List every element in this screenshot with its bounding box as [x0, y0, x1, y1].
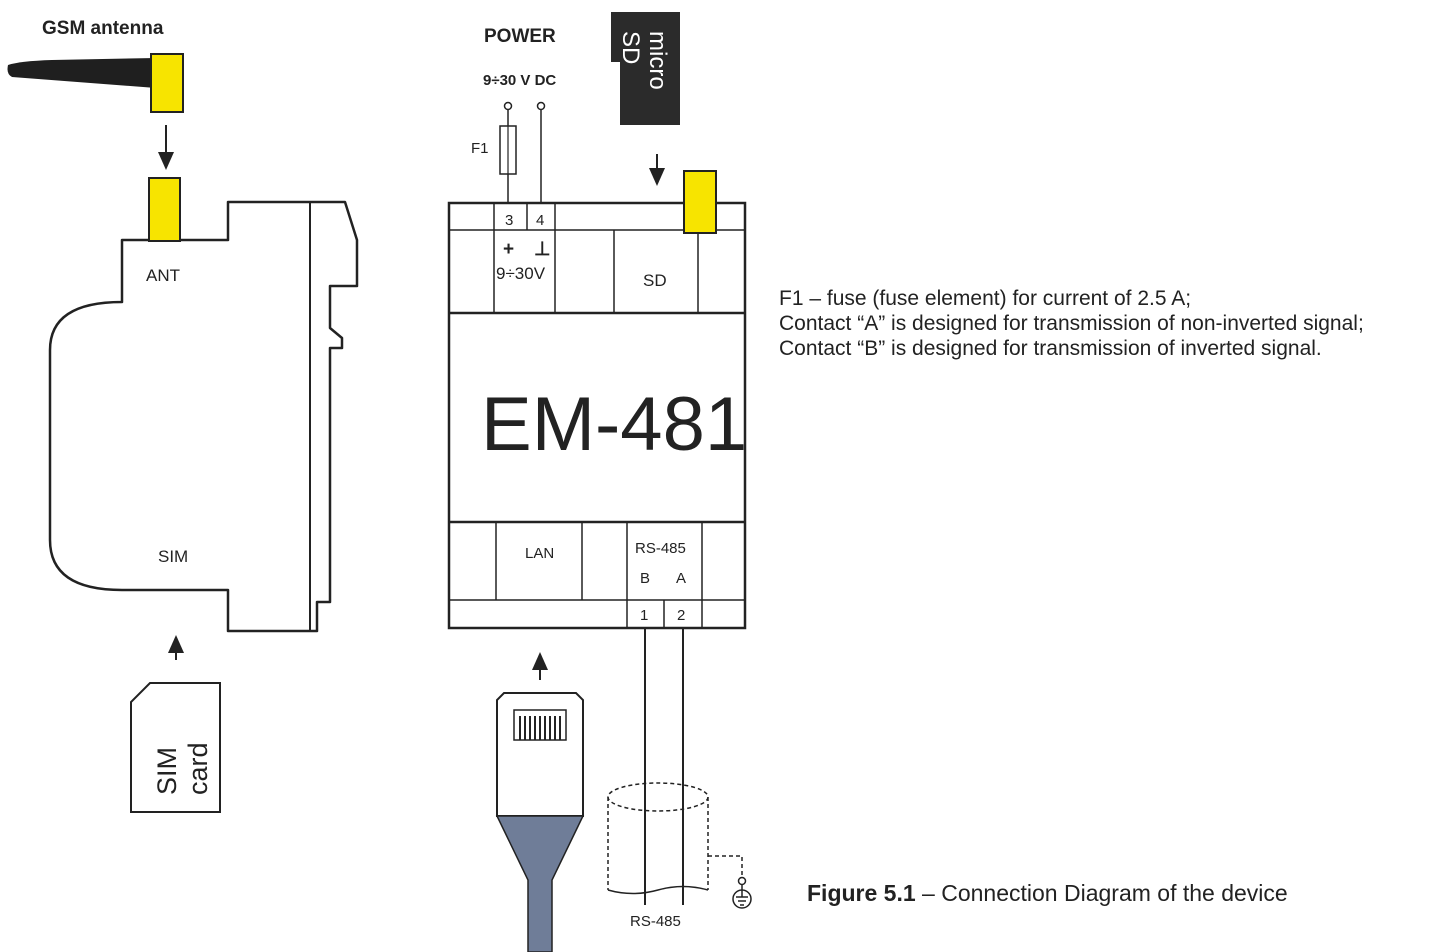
microsd-card-icon: [611, 12, 680, 125]
notes-block: F1 – fuse (fuse element) for current of …: [779, 286, 1424, 361]
rs485-cable-label: RS-485: [630, 913, 681, 930]
terminal-2: 2: [677, 607, 685, 624]
a-label: A: [676, 570, 686, 587]
device-name: EM-481: [481, 382, 747, 467]
fuse-label: F1: [471, 140, 489, 157]
sim-card-line2: card: [183, 742, 213, 795]
ground-icon: [732, 885, 752, 909]
figure-caption: Figure 5.1 – Connection Diagram of the d…: [807, 880, 1288, 907]
figure-number: Figure 5.1: [807, 880, 916, 906]
figure-caption-text: – Connection Diagram of the device: [915, 880, 1288, 906]
note-fuse: F1 – fuse (fuse element) for current of …: [779, 287, 1192, 310]
power-title: POWER: [484, 26, 556, 47]
rj45-plug-icon: [495, 692, 585, 952]
terminal-1: 1: [640, 607, 648, 624]
power-terminal-minus: [536, 101, 546, 111]
plus-sign: +: [503, 239, 514, 260]
sim-card-line1: SIM: [152, 747, 182, 795]
device-front-view: [447, 201, 747, 630]
ground-sign: ⊥: [534, 239, 551, 260]
terminal-3: 3: [505, 212, 513, 229]
gsm-antenna-label: GSM antenna: [42, 18, 164, 39]
top-voltage: 9÷30V: [496, 264, 546, 283]
power-voltage: 9÷30 V DC: [483, 72, 556, 89]
rs485-cable: [607, 628, 743, 905]
antenna-socket: [148, 177, 181, 242]
power-terminal-plus: [503, 101, 513, 111]
sd-label: SD: [643, 271, 667, 290]
note-contact-a: Contact “A” is designed for transmission…: [779, 312, 1364, 335]
gsm-antenna-icon: [7, 58, 156, 88]
lan-label: LAN: [525, 545, 554, 562]
antenna-connector-plug: [150, 53, 184, 113]
sim-card-icon: [130, 682, 221, 813]
microsd-slot: [683, 170, 717, 234]
device-side-view: [48, 200, 359, 633]
microsd-line2: SD: [617, 31, 644, 64]
note-contact-b: Contact “B” is designed for transmission…: [779, 337, 1322, 360]
ant-label: ANT: [146, 266, 180, 285]
terminal-4: 4: [536, 212, 544, 229]
sim-label: SIM: [158, 547, 188, 566]
microsd-line1: micro: [644, 31, 671, 90]
rs485-device-label: RS-485: [635, 540, 686, 557]
b-label: B: [640, 570, 650, 587]
shield-terminal: [737, 876, 747, 886]
